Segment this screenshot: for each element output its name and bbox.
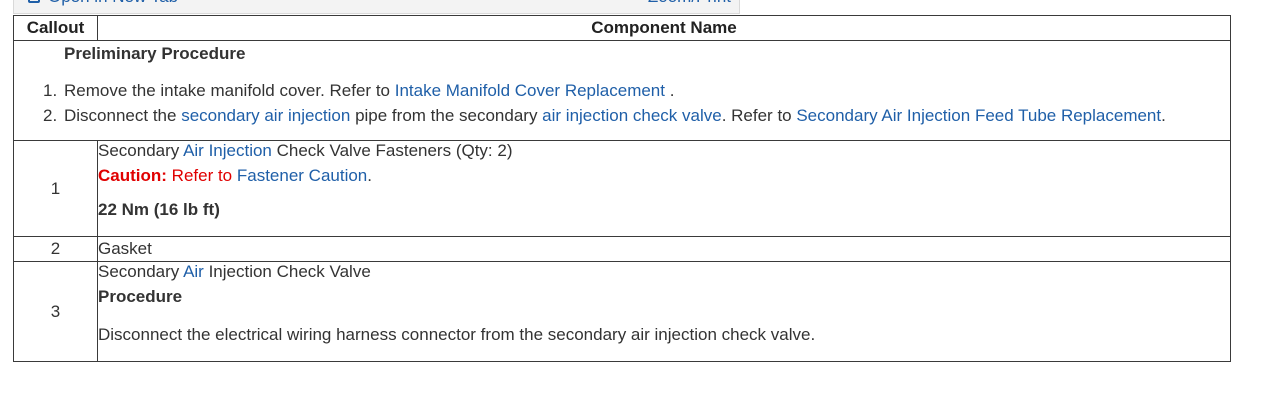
step-text-end: . <box>1161 106 1166 125</box>
step-text: . Refer to <box>721 106 797 125</box>
table-row: 2 Gasket <box>13 236 1231 262</box>
zoom-print-button[interactable]: ‹ Zoom/Print <box>639 0 731 8</box>
table-row: 3 Secondary Air Injection Check Valve Pr… <box>13 261 1231 362</box>
table-header-row: Callout Component Name <box>13 15 1231 41</box>
procedure-title: Procedure <box>98 287 183 306</box>
component-name: Secondary Air Injection Check Valve <box>98 262 1230 287</box>
caution-label: Caution: <box>98 166 167 185</box>
step-item: 1. Remove the intake manifold cover. Refe… <box>43 81 1166 106</box>
table-row: 1 Secondary Air Injection Check Valve Fa… <box>13 140 1231 237</box>
air-injection-link[interactable]: Air Injection <box>183 141 272 160</box>
open-new-tab-label: Open in New Tab <box>48 0 178 8</box>
step-text: Remove the intake manifold cover. Refer … <box>64 81 395 100</box>
component-cell: Secondary Air Injection Check Valve Fast… <box>97 140 1231 237</box>
step-text-end: . <box>664 81 675 100</box>
header-component-name: Component Name <box>97 15 1231 41</box>
callout-cell: 1 <box>13 140 98 237</box>
step-text: pipe from the secondary <box>350 106 543 125</box>
component-table-wrapper: Callout Component Name Preliminary Proce… <box>13 15 1231 362</box>
spacer <box>98 191 1230 200</box>
preliminary-row: Preliminary Procedure 1. Remove the intak… <box>13 40 1231 141</box>
caution-line: Caution: Refer to Fastener Caution. <box>98 166 1230 191</box>
preliminary-procedure: Preliminary Procedure 1. Remove the intak… <box>13 40 1231 141</box>
external-link-icon <box>28 0 40 3</box>
preliminary-steps: 1. Remove the intake manifold cover. Refe… <box>43 81 1166 131</box>
component-cell: Secondary Air Injection Check Valve Proc… <box>97 261 1231 362</box>
air-link[interactable]: Air <box>183 262 204 281</box>
toolbar: Open in New Tab ‹ Zoom/Print <box>13 0 740 14</box>
torque-spec: 22 Nm (16 lb ft) <box>98 200 220 219</box>
zoom-print-label: Zoom/Print <box>648 0 731 8</box>
open-new-tab-button[interactable]: Open in New Tab <box>28 0 178 8</box>
component-name-text: Injection Check Valve <box>203 262 371 281</box>
component-name: Secondary Air Injection Check Valve Fast… <box>98 141 1230 166</box>
component-name-text: Check Valve Fasteners (Qty: 2) <box>271 141 513 160</box>
callout-cell: 3 <box>13 261 98 362</box>
component-name: Gasket <box>97 236 1231 262</box>
preliminary-title: Preliminary Procedure <box>64 44 246 63</box>
caution-end: . <box>367 166 372 185</box>
step-number: 1. <box>43 81 58 100</box>
intake-manifold-cover-link[interactable]: Intake Manifold Cover Replacement <box>394 81 665 100</box>
procedure-text: Disconnect the electrical wiring harness… <box>98 325 816 344</box>
component-table: Callout Component Name Preliminary Proce… <box>13 15 1231 362</box>
fastener-caution-link[interactable]: Fastener Caution <box>236 166 368 185</box>
secondary-air-injection-link[interactable]: secondary air injection <box>181 106 351 125</box>
component-name-text: Secondary <box>98 262 184 281</box>
feed-tube-replacement-link[interactable]: Secondary Air Injection Feed Tube Replac… <box>796 106 1162 125</box>
step-text: Disconnect the <box>64 106 182 125</box>
component-name-text: Secondary <box>98 141 184 160</box>
caution-text: Refer to <box>166 166 237 185</box>
callout-cell: 2 <box>13 236 98 262</box>
header-callout: Callout <box>13 15 98 41</box>
air-injection-check-valve-link[interactable]: air injection check valve <box>542 106 722 125</box>
step-number: 2. <box>43 106 58 125</box>
spacer <box>98 312 1230 325</box>
step-item: 2. Disconnect the secondary air injection… <box>43 106 1166 131</box>
chevron-left-icon: ‹ <box>639 0 644 8</box>
